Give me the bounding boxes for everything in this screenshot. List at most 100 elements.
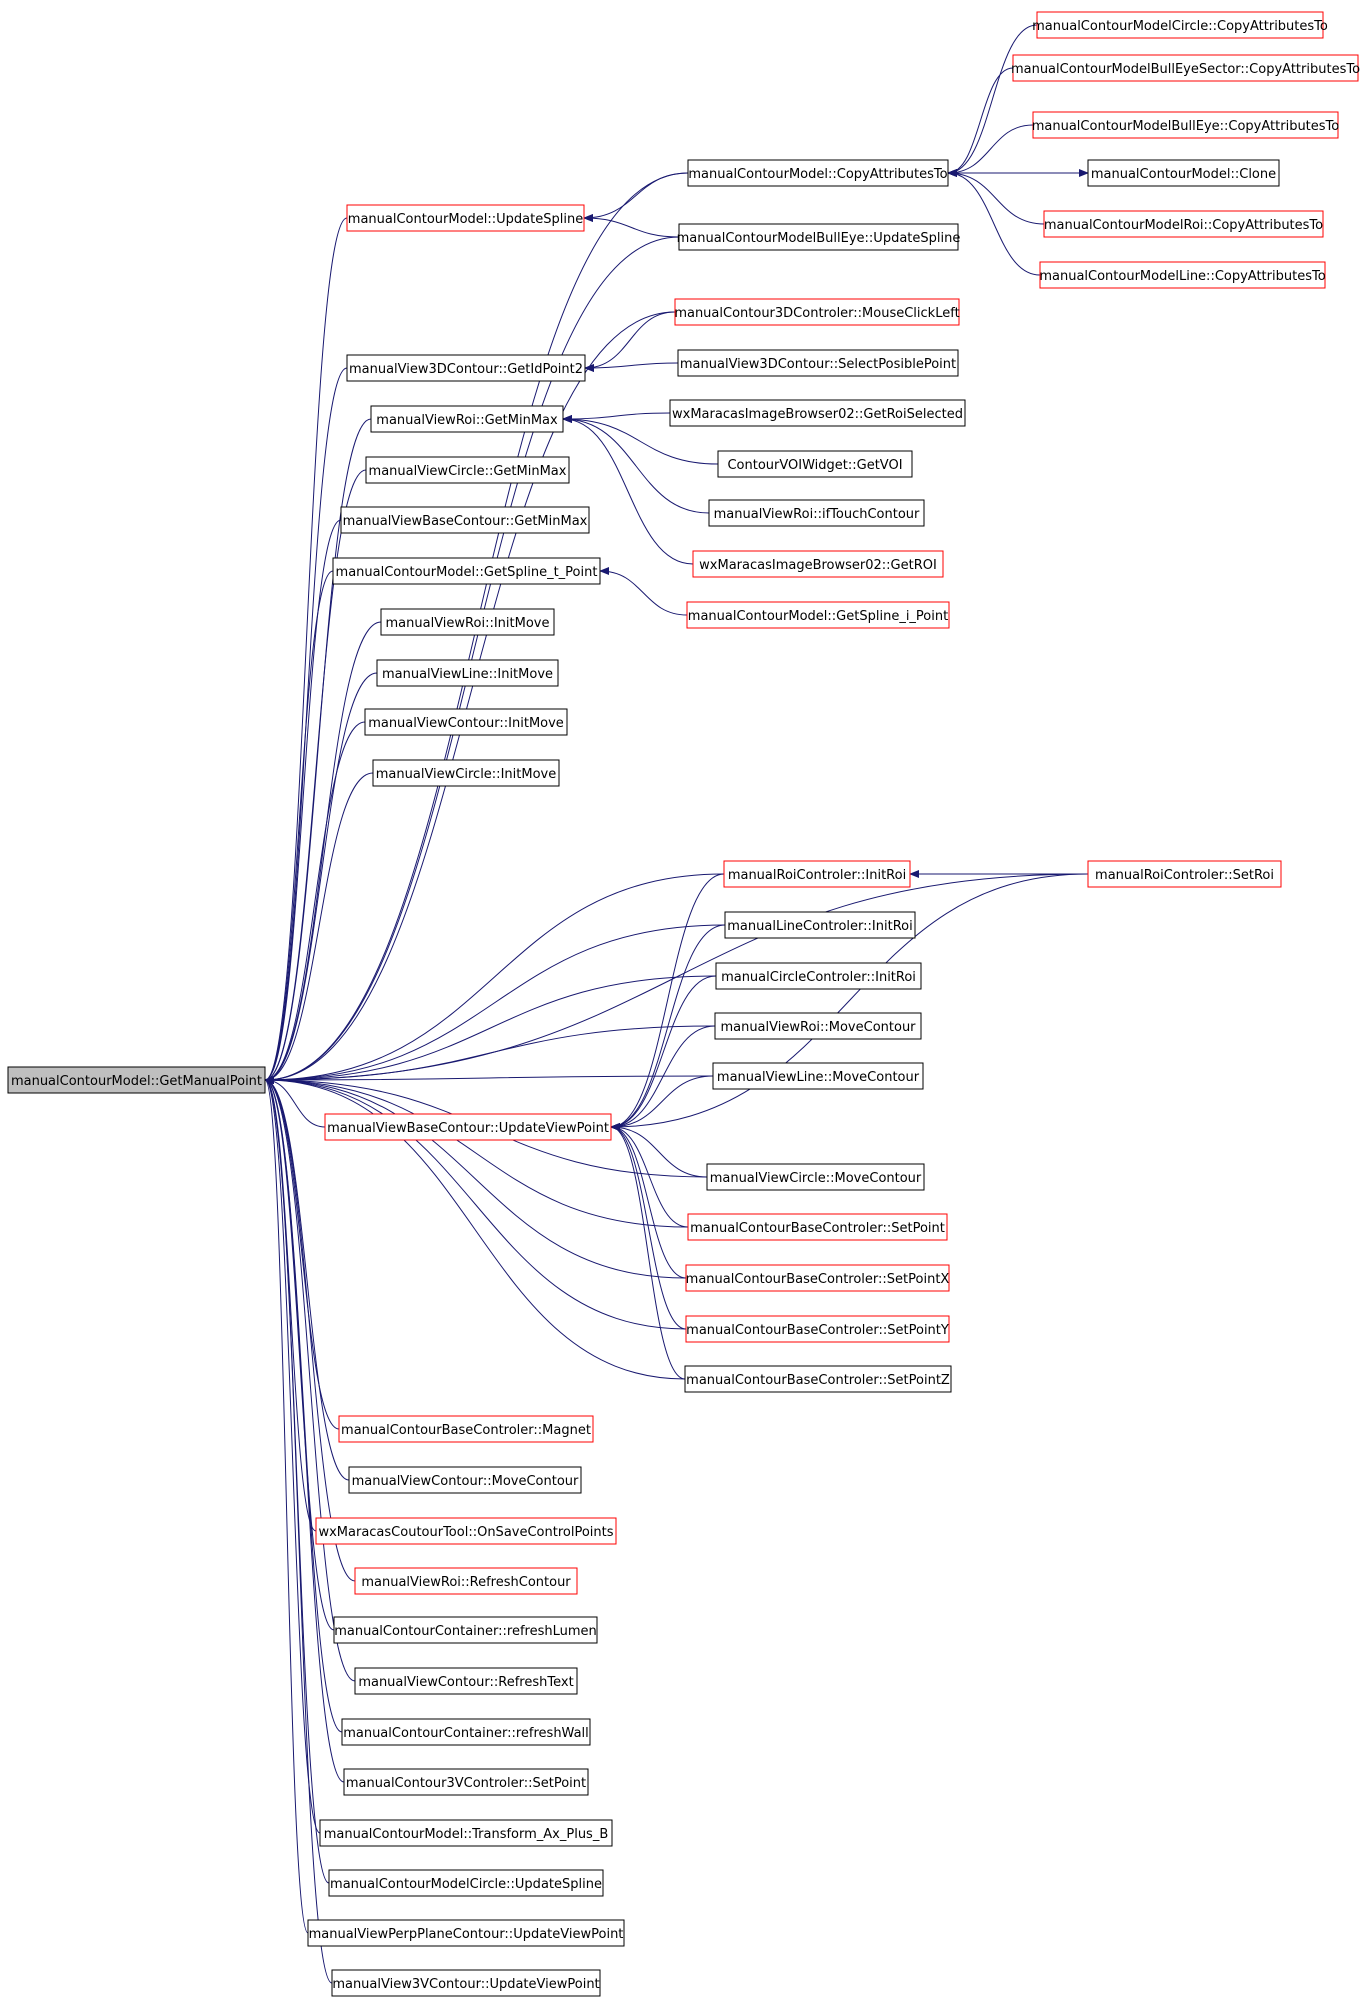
- node-manualviewline-initmove[interactable]: manualViewLine::InitMove: [376, 659, 559, 687]
- node-manualroicontroler-initroi[interactable]: manualRoiControler::InitRoi: [723, 860, 911, 888]
- node-manualviewcontour-initmove[interactable]: manualViewContour::InitMove: [364, 708, 568, 736]
- node-box[interactable]: [706, 1163, 925, 1191]
- node-box[interactable]: [365, 456, 570, 484]
- node-manualviewcontour-refreshtext[interactable]: manualViewContour::RefreshText: [354, 1667, 578, 1695]
- node-box[interactable]: [714, 1012, 922, 1040]
- node-box[interactable]: [372, 759, 560, 787]
- node-manualcontourmodelline-copyattributesto[interactable]: manualContourModelLine::CopyAttributesTo: [1039, 261, 1326, 289]
- node-box[interactable]: [348, 1466, 582, 1494]
- node-box[interactable]: [1087, 860, 1282, 888]
- node-manualcontourcontainer-refreshlumen[interactable]: manualContourContainer::refreshLumen: [333, 1616, 598, 1644]
- node-box[interactable]: [674, 298, 960, 326]
- node-box[interactable]: [717, 450, 913, 478]
- node-box[interactable]: [1087, 159, 1280, 187]
- node-box[interactable]: [331, 1969, 601, 1997]
- node-manualviewroi-refreshcontour[interactable]: manualViewRoi::RefreshContour: [354, 1567, 578, 1595]
- node-box[interactable]: [319, 1819, 613, 1847]
- node-box[interactable]: [708, 499, 925, 527]
- root-node[interactable]: manualContourModel::GetManualPoint: [7, 1066, 266, 1094]
- node-box[interactable]: [354, 1667, 578, 1695]
- node-manualviewcircle-initmove[interactable]: manualViewCircle::InitMove: [372, 759, 560, 787]
- node-box[interactable]: [340, 506, 590, 534]
- node-manualcontourbasecontroler-setpointy[interactable]: manualContourBaseControler::SetPointY: [685, 1315, 950, 1343]
- node-box[interactable]: [685, 1315, 950, 1343]
- node-box[interactable]: [370, 405, 564, 433]
- node-manualviewroi-iftouchcontour[interactable]: manualViewRoi::ifTouchContour: [708, 499, 925, 527]
- node-manualview3dcontour-getidpoint2[interactable]: manualView3DContour::GetIdPoint2: [346, 354, 586, 382]
- node-box[interactable]: [380, 608, 555, 636]
- node-manualcontourbasecontroler-setpointx[interactable]: manualContourBaseControler::SetPointX: [685, 1264, 950, 1292]
- node-box[interactable]: [687, 159, 949, 187]
- node-box[interactable]: [1043, 210, 1324, 238]
- node-box[interactable]: [307, 1919, 625, 1947]
- node-box[interactable]: [724, 911, 916, 939]
- node-box[interactable]: [346, 204, 585, 232]
- node-manualviewroi-movecontour[interactable]: manualViewRoi::MoveContour: [714, 1012, 922, 1040]
- node-manualviewbasecontour-updateviewpoint[interactable]: manualViewBaseContour::UpdateViewPoint: [324, 1113, 612, 1141]
- node-manualcontourmodelbulleye-updatespline[interactable]: manualContourModelBullEye::UpdateSpline: [677, 223, 961, 251]
- node-manualcontourcontainer-refreshwall[interactable]: manualContourContainer::refreshWall: [341, 1718, 591, 1746]
- node-box[interactable]: [678, 223, 959, 251]
- node-box[interactable]: [1036, 11, 1324, 39]
- node-box[interactable]: [324, 1113, 612, 1141]
- node-box[interactable]: [333, 1616, 598, 1644]
- node-manualviewcircle-getminmax[interactable]: manualViewCircle::GetMinMax: [365, 456, 570, 484]
- node-manualcontourmodelcircle-updatespline[interactable]: manualContourModelCircle::UpdateSpline: [328, 1869, 604, 1897]
- node-box[interactable]: [315, 1517, 617, 1545]
- node-manualcontourmodel-transform-ax-plus-b[interactable]: manualContourModel::Transform_Ax_Plus_B: [319, 1819, 613, 1847]
- node-manualroicontroler-setroi[interactable]: manualRoiControler::SetRoi: [1087, 860, 1282, 888]
- node-box[interactable]: [332, 557, 601, 585]
- node-manualcontourbasecontroler-setpointz[interactable]: manualContourBaseControler::SetPointZ: [684, 1365, 952, 1393]
- node-box[interactable]: [7, 1066, 266, 1094]
- node-manualcontourmodelbulleye-copyattributesto[interactable]: manualContourModelBullEye::CopyAttribute…: [1032, 111, 1340, 139]
- node-manualviewline-movecontour[interactable]: manualViewLine::MoveContour: [712, 1062, 924, 1090]
- node-manualview3dcontour-selectposiblepoint[interactable]: manualView3DContour::SelectPosiblePoint: [677, 349, 959, 377]
- node-manualcontourmodel-clone[interactable]: manualContourModel::Clone: [1087, 159, 1280, 187]
- node-box[interactable]: [343, 1768, 589, 1796]
- node-manualviewperpplanecontour-updateviewpoint[interactable]: manualViewPerpPlaneContour::UpdateViewPo…: [307, 1919, 625, 1947]
- node-box[interactable]: [669, 399, 966, 427]
- node-box[interactable]: [677, 349, 959, 377]
- node-manualcirclecontroler-initroi[interactable]: manualCircleControler::InitRoi: [715, 962, 922, 990]
- node-manuallinecontroler-initroi[interactable]: manualLineControler::InitRoi: [724, 911, 916, 939]
- node-box[interactable]: [376, 659, 559, 687]
- node-box[interactable]: [1039, 261, 1326, 289]
- node-manualviewroi-initmove[interactable]: manualViewRoi::InitMove: [380, 608, 555, 636]
- node-manualcontourmodel-copyattributesto[interactable]: manualContourModel::CopyAttributesTo: [687, 159, 949, 187]
- node-manualview3vcontour-updateviewpoint[interactable]: manualView3VContour::UpdateViewPoint: [331, 1969, 601, 1997]
- node-box[interactable]: [354, 1567, 578, 1595]
- node-manualcontourmodelcircle-copyattributesto[interactable]: manualContourModelCircle::CopyAttributes…: [1032, 11, 1328, 39]
- node-box[interactable]: [686, 601, 950, 629]
- node-manualviewcontour-movecontour[interactable]: manualViewContour::MoveContour: [348, 1466, 582, 1494]
- node-manualcontourbasecontroler-setpoint[interactable]: manualContourBaseControler::SetPoint: [687, 1213, 948, 1241]
- node-box[interactable]: [328, 1869, 604, 1897]
- node-manualviewroi-getminmax[interactable]: manualViewRoi::GetMinMax: [370, 405, 564, 433]
- node-box[interactable]: [723, 860, 911, 888]
- node-wxmaracascoutourtool-onsavecontrolpoints[interactable]: wxMaracasCoutourTool::OnSaveControlPoint…: [315, 1517, 617, 1545]
- node-box[interactable]: [715, 962, 922, 990]
- node-manualcontourmodelbulleyesector-copyattributesto[interactable]: manualContourModelBullEyeSector::CopyAtt…: [1011, 54, 1360, 82]
- node-wxmaracasimagebrowser02-getroiselected[interactable]: wxMaracasImageBrowser02::GetRoiSelected: [669, 399, 966, 427]
- node-manualcontour3vcontroler-setpoint[interactable]: manualContour3VControler::SetPoint: [343, 1768, 589, 1796]
- node-box[interactable]: [338, 1415, 594, 1443]
- node-box[interactable]: [687, 1213, 948, 1241]
- node-wxmaracasimagebrowser02-getroi[interactable]: wxMaracasImageBrowser02::GetROI: [692, 550, 944, 578]
- node-manualcontourmodel-getspline-i-point[interactable]: manualContourModel::GetSpline_i_Point: [686, 601, 950, 629]
- node-box[interactable]: [684, 1365, 952, 1393]
- node-contourvoiwidget-getvoi[interactable]: ContourVOIWidget::GetVOI: [717, 450, 913, 478]
- node-manualcontourbasecontroler-magnet[interactable]: manualContourBaseControler::Magnet: [338, 1415, 594, 1443]
- node-box[interactable]: [692, 550, 944, 578]
- node-manualcontourmodel-updatespline[interactable]: manualContourModel::UpdateSpline: [346, 204, 585, 232]
- node-box[interactable]: [1032, 111, 1339, 139]
- node-manualviewbasecontour-getminmax[interactable]: manualViewBaseContour::GetMinMax: [340, 506, 590, 534]
- node-manualcontour3dcontroler-mouseclickleft[interactable]: manualContour3DControler::MouseClickLeft: [674, 298, 960, 326]
- node-manualcontourmodelroi-copyattributesto[interactable]: manualContourModelRoi::CopyAttributesTo: [1043, 210, 1324, 238]
- node-box[interactable]: [685, 1264, 950, 1292]
- node-box[interactable]: [346, 354, 586, 382]
- node-manualviewcircle-movecontour[interactable]: manualViewCircle::MoveContour: [706, 1163, 925, 1191]
- node-box[interactable]: [712, 1062, 924, 1090]
- node-manualcontourmodel-getspline-t-point[interactable]: manualContourModel::GetSpline_t_Point: [332, 557, 601, 585]
- node-box[interactable]: [364, 708, 568, 736]
- node-box[interactable]: [341, 1718, 591, 1746]
- node-box[interactable]: [1012, 54, 1359, 82]
